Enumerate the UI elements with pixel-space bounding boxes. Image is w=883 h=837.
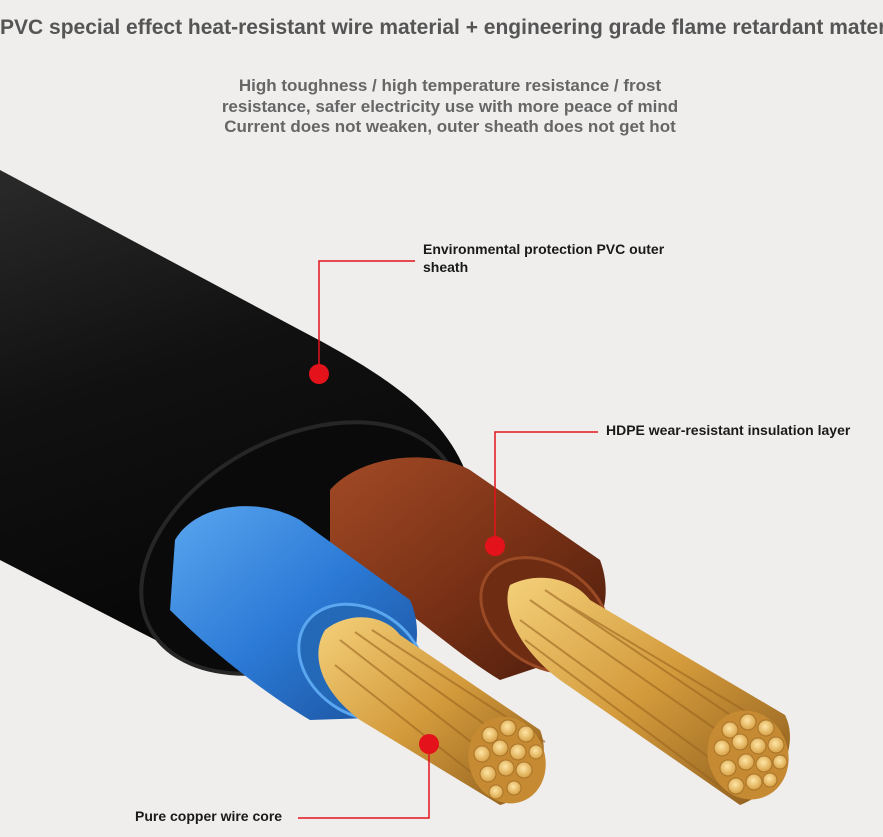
insulation-callout: HDPE wear-resistant insulation layer [606, 422, 851, 438]
sheath-callout: Environmental protection PVC outer sheat… [423, 240, 703, 276]
subtitle-line-2: resistance, safer electricity use with m… [221, 96, 679, 116]
sheath-callout-line-1: Environmental protection PVC outer [423, 241, 665, 257]
sheath-pointer-dot [309, 364, 329, 384]
core-callout: Pure copper wire core [135, 808, 283, 824]
insulation-pointer-line [494, 431, 598, 546]
insulation-pointer-dot [485, 536, 505, 556]
headline: PVC special effect heat-resistant wire m… [0, 16, 883, 39]
callout-lines [298, 260, 598, 819]
subtitle: High toughness / high temperature resist… [150, 76, 750, 138]
core-pointer-line [298, 744, 430, 819]
sheath-pointer-line [318, 260, 415, 374]
copper-core-right [507, 577, 790, 805]
core-pointer-dot [419, 734, 439, 754]
subtitle-line-3: Current does not weaken, outer sheath do… [224, 117, 676, 136]
copper-core-left [318, 617, 546, 805]
sheath-callout-line-2: sheath [423, 259, 469, 275]
subtitle-line-1: High toughness / high temperature resist… [238, 76, 662, 95]
